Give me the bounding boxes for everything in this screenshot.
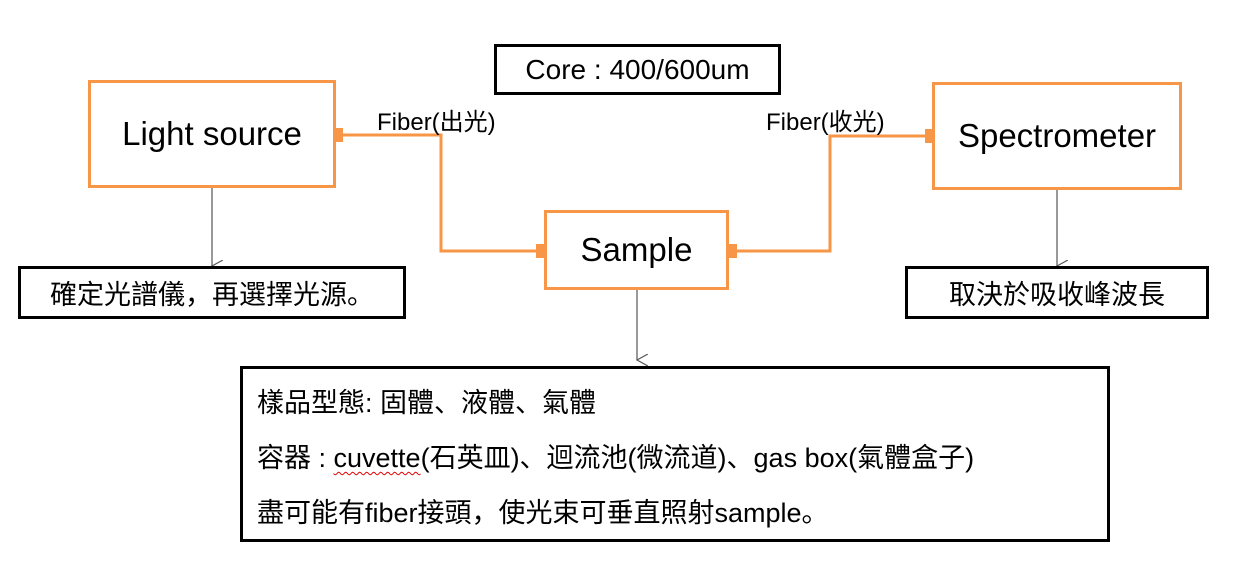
sample-note-line-2: 容器 : cuvette(石英皿)、迴流池(微流道)、gas box(氣體盒子): [257, 438, 1107, 493]
sample-node: Sample: [544, 210, 729, 290]
cuvette-word: cuvette: [333, 443, 421, 473]
core-spec-label: Core : 400/600um: [494, 44, 781, 95]
light-source-node: Light source: [88, 80, 336, 188]
sample-note-line-3: 盡可能有fiber接頭，使光束可垂直照射sample。: [257, 498, 829, 528]
light-source-port: [334, 128, 343, 142]
sample-note-line-1: 樣品型態: 固體、液體、氣體: [257, 388, 597, 418]
sample-notes-box: 樣品型態: 固體、液體、氣體 容器 : cuvette(石英皿)、迴流池(微流道…: [240, 366, 1110, 542]
fiber-out-label: Fiber(出光): [377, 109, 496, 136]
fiber-in-connector: [729, 134, 932, 253]
sample-out-port: [728, 244, 737, 258]
spectrometer-note: 取決於吸收峰波長: [905, 266, 1209, 319]
container-list: (石英皿)、迴流池(微流道)、gas box(氣體盒子): [420, 443, 975, 473]
light-source-note: 確定光譜儀，再選擇光源。: [18, 266, 406, 319]
spectrometer-port: [925, 129, 934, 143]
fiber-out-connector: [336, 133, 544, 253]
spectrometer-node: Spectrometer: [932, 82, 1182, 190]
container-prefix: 容器 :: [257, 443, 334, 473]
fiber-in-label: Fiber(收光): [766, 109, 885, 136]
sample-in-port: [536, 244, 545, 258]
